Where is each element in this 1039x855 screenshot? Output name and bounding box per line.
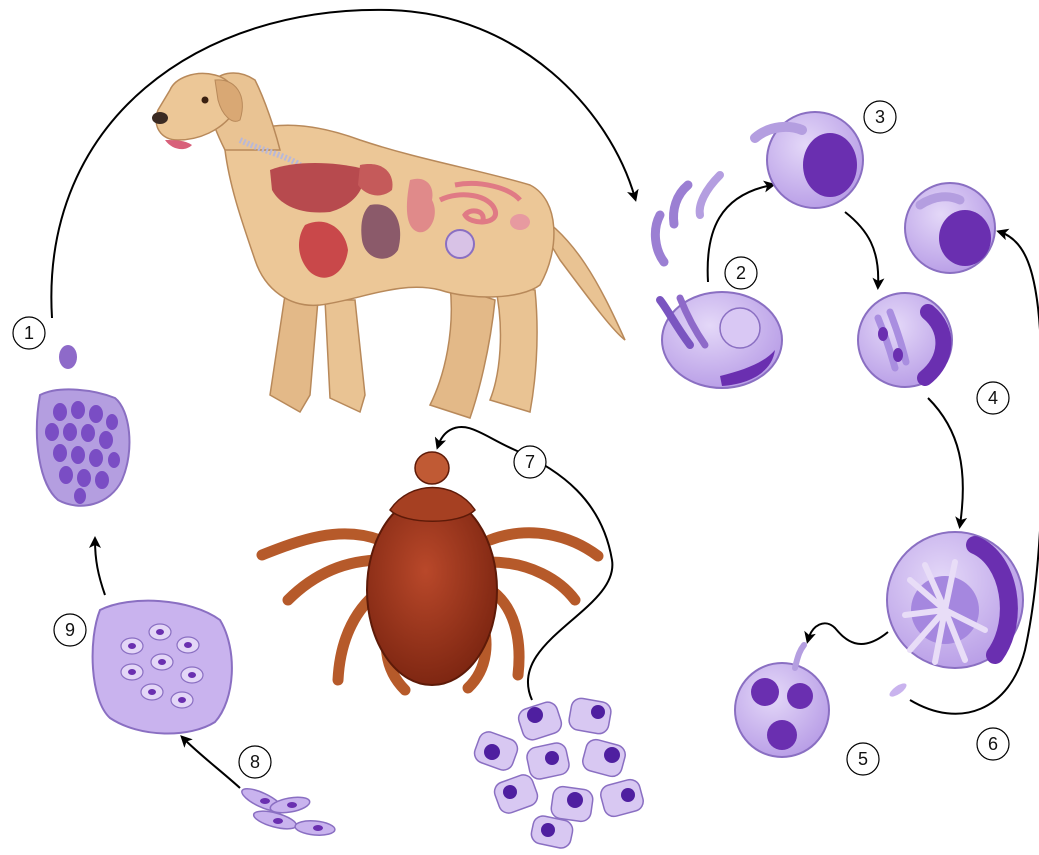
stage-4-binary-fission — [858, 293, 952, 387]
stage-2-sporozoite-invasion — [655, 175, 782, 388]
arrow-3-to-4 — [845, 212, 878, 286]
step-label-5: 5 — [847, 743, 879, 775]
dog-host-illustration — [152, 73, 625, 418]
svg-text:7: 7 — [525, 452, 535, 472]
svg-text:3: 3 — [875, 107, 885, 127]
tick-gut-infected-cells — [472, 697, 646, 850]
arrow-4-to-division — [928, 398, 963, 525]
step-label-3: 3 — [864, 101, 896, 133]
stage-3-trophozoite — [755, 112, 863, 208]
arrow-9-to-1 — [95, 540, 105, 595]
svg-text:2: 2 — [736, 263, 746, 283]
stage-9-sporoblast — [93, 601, 232, 734]
stage-8-kinetes — [239, 784, 335, 836]
step-label-1: 1 — [13, 317, 45, 349]
tick-vector-illustration — [262, 452, 598, 690]
arrow-8-to-9 — [183, 738, 240, 788]
step-label-9: 9 — [54, 614, 86, 646]
svg-text:6: 6 — [988, 734, 998, 754]
svg-text:9: 9 — [65, 620, 75, 640]
arrow-division-to-5 — [808, 623, 888, 644]
svg-text:1: 1 — [24, 323, 34, 343]
stage-1-salivary-gland-sporozoites — [37, 345, 130, 506]
step-label-4: 4 — [977, 382, 1009, 414]
stage-4-cell-upper — [905, 183, 995, 273]
svg-text:8: 8 — [250, 752, 260, 772]
schizont-releasing-merozoites — [887, 532, 1023, 699]
stage-5-infected-erythrocyte — [735, 645, 829, 757]
svg-text:5: 5 — [858, 749, 868, 769]
step-label-7: 7 — [514, 446, 546, 478]
step-label-2: 2 — [725, 257, 757, 289]
svg-text:4: 4 — [988, 388, 998, 408]
step-label-6: 6 — [977, 728, 1009, 760]
step-label-8: 8 — [239, 746, 271, 778]
